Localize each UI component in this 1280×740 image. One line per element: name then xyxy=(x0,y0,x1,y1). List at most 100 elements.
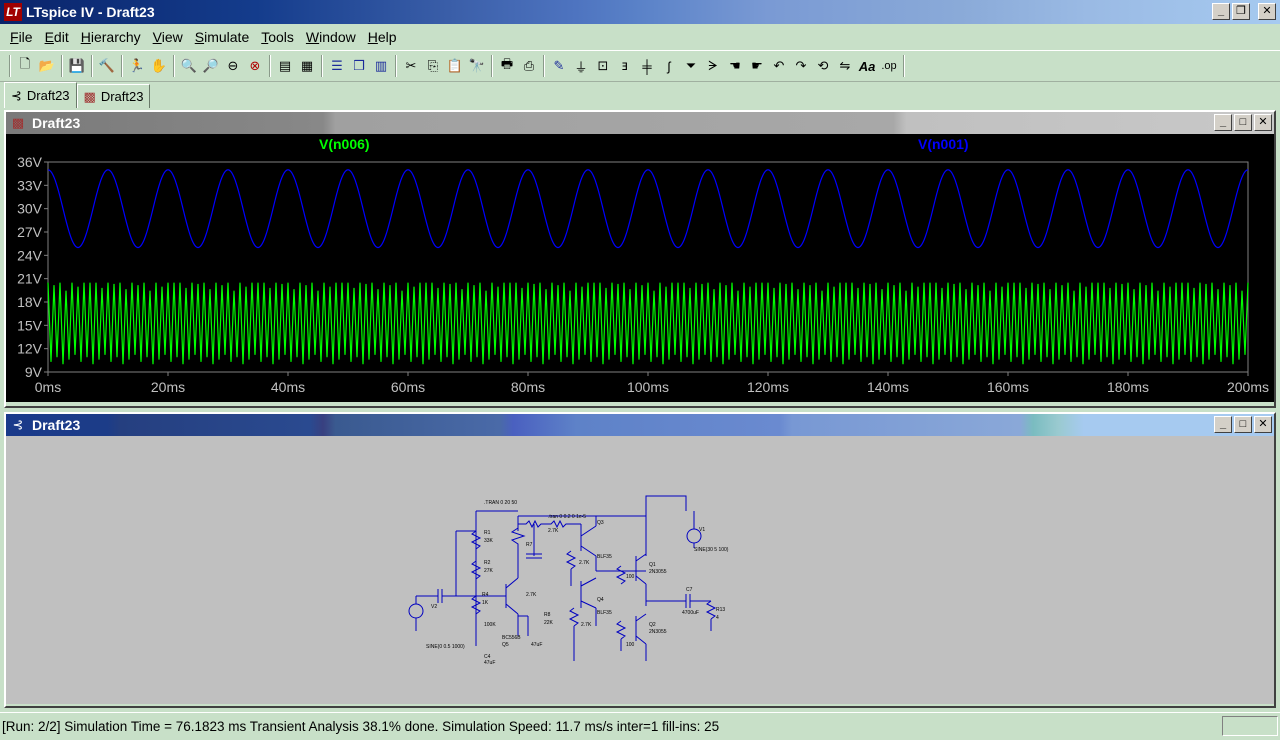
redo-icon[interactable]: ↷ xyxy=(795,58,807,73)
close-button[interactable]: ✕ xyxy=(1258,3,1276,20)
status-text: [Run: 2/2] Simulation Time = 76.1823 ms … xyxy=(2,719,720,734)
tile-vertical-icon[interactable]: ▥ xyxy=(374,58,388,73)
trace-label-n001[interactable]: V(n001) xyxy=(918,136,969,152)
toolbar-separator xyxy=(491,55,493,77)
run-icon[interactable]: 🏃 xyxy=(128,58,146,73)
schematic-close-button[interactable]: ✕ xyxy=(1254,416,1272,433)
menu-window[interactable]: Window xyxy=(305,29,356,45)
toolbar: 🗋 📂 💾 🔨 🏃 ✋ 🔍 🔎 ⊖ ⊗ ▤ ▦ ☰ ❒ ▥ ✂ ⎘ 📋 🔭 🖶 … xyxy=(0,50,1280,82)
menu-view[interactable]: View xyxy=(152,29,183,45)
y-tick-label: 33V xyxy=(17,177,43,193)
y-tick-label: 18V xyxy=(17,294,43,310)
menu-simulate[interactable]: Simulate xyxy=(194,29,250,45)
resistor-icon[interactable]: ⱻ xyxy=(621,58,629,73)
sch-label: 2.7K xyxy=(548,528,559,534)
cascade-icon[interactable]: ❒ xyxy=(353,58,365,73)
toolbar-separator xyxy=(903,55,905,77)
toolbar-separator xyxy=(173,55,175,77)
sch-label: 47uF xyxy=(484,660,495,666)
find-icon[interactable]: 🔭 xyxy=(468,58,486,73)
undo-icon[interactable]: ↶ xyxy=(773,58,785,73)
minimize-button[interactable]: _ xyxy=(1212,3,1230,20)
plot-minimize-button[interactable]: _ xyxy=(1214,114,1232,131)
sch-label: 27K xyxy=(484,568,494,574)
copy-icon[interactable]: ⎘ xyxy=(427,58,439,73)
toolbar-separator xyxy=(61,55,63,77)
sch-label: 2.7K xyxy=(579,560,590,566)
label-net-icon[interactable]: ⊡ xyxy=(597,58,609,73)
autorange-icon[interactable]: ▤ xyxy=(278,58,292,73)
inductor-icon[interactable]: ʃ xyxy=(667,58,671,74)
capacitor-icon[interactable]: ╪ xyxy=(642,58,652,74)
mirror-icon[interactable]: ⇋ xyxy=(839,58,851,73)
x-tick-label: 100ms xyxy=(627,379,669,395)
title-bar: LT LTspice IV - Draft23 _ ❐ ✕ xyxy=(0,0,1280,24)
trace-vn006 xyxy=(47,282,1249,365)
zoom-fit-icon[interactable]: ⊗ xyxy=(249,58,261,73)
restore-button[interactable]: ❐ xyxy=(1232,3,1250,20)
move-hand-icon[interactable]: ☚ xyxy=(729,58,741,73)
menu-file[interactable]: File xyxy=(10,29,33,45)
tab-schematic[interactable]: ⊰ Draft23 xyxy=(4,82,77,108)
y-tick-label: 12V xyxy=(17,341,43,357)
tab-label: Draft23 xyxy=(100,89,144,104)
save-icon[interactable]: 💾 xyxy=(68,58,86,73)
sch-label: 33K xyxy=(484,538,494,544)
schematic-window-titlebar[interactable]: ⊰ Draft23 _ □ ✕ xyxy=(6,414,1274,436)
tile-horizontal-icon[interactable]: ☰ xyxy=(331,58,343,73)
cut-icon[interactable]: ✂ xyxy=(405,58,417,73)
grid-icon[interactable]: ▦ xyxy=(300,58,314,73)
print-icon[interactable]: ⎙ xyxy=(523,58,535,73)
zoom-pan-icon[interactable]: 🔎 xyxy=(202,58,220,73)
plot-maximize-button[interactable]: □ xyxy=(1234,114,1252,131)
text-icon[interactable]: Aa xyxy=(858,58,876,74)
control-panel-icon[interactable]: 🔨 xyxy=(98,58,116,73)
sch-label: BLF35 xyxy=(597,610,612,616)
component-icon[interactable]: ᗒ xyxy=(708,58,718,73)
schematic-maximize-button[interactable]: □ xyxy=(1234,416,1252,433)
print-preview-icon[interactable]: 🖶 xyxy=(500,56,514,71)
trace-label-n006[interactable]: V(n006) xyxy=(319,136,370,152)
toolbar-separator xyxy=(321,55,323,77)
toolbar-separator xyxy=(9,55,11,77)
menu-edit[interactable]: Edit xyxy=(44,29,69,45)
tab-waveform[interactable]: ▩ Draft23 xyxy=(76,84,151,108)
zoom-in-icon[interactable]: 🔍 xyxy=(180,58,198,73)
toolbar-separator xyxy=(121,55,123,77)
new-schematic-icon[interactable]: 🗋 xyxy=(19,56,31,71)
schematic-canvas[interactable]: .TRAN 0 20 50 .tran 0 0.2 0 1e-5 V1 SINE… xyxy=(6,436,1274,704)
diode-icon[interactable]: ⏷ xyxy=(685,58,697,73)
sch-label: V2 xyxy=(431,604,437,610)
waveform-icon: ▩ xyxy=(83,88,96,104)
pan-hand-icon[interactable]: ✋ xyxy=(150,58,168,73)
menu-hierarchy[interactable]: Hierarchy xyxy=(80,29,141,45)
y-tick-label: 30V xyxy=(17,201,43,217)
schematic-window-title: Draft23 xyxy=(32,417,81,433)
zoom-out-icon[interactable]: ⊖ xyxy=(227,58,239,73)
x-tick-label: 140ms xyxy=(867,379,909,395)
sch-label: 100K xyxy=(484,622,496,628)
plot-close-button[interactable]: ✕ xyxy=(1254,114,1272,131)
sch-label: R4 xyxy=(482,592,489,598)
menu-help[interactable]: Help xyxy=(367,29,397,45)
waveform-window-titlebar[interactable]: ▩ Draft23 _ □ ✕ xyxy=(6,112,1274,134)
wire-pencil-icon[interactable]: ✎ xyxy=(553,58,565,73)
menu-tools[interactable]: Tools xyxy=(261,29,294,45)
drag-hand-icon[interactable]: ☛ xyxy=(751,58,763,73)
x-tick-label: 40ms xyxy=(271,379,305,395)
waveform-icon: ▩ xyxy=(11,115,25,130)
ground-icon[interactable]: ⏚ xyxy=(574,59,588,75)
ltspice-app-icon[interactable]: LT xyxy=(4,3,22,21)
open-folder-icon[interactable]: 📂 xyxy=(38,58,56,73)
x-tick-label: 0ms xyxy=(35,379,61,395)
rotate-icon[interactable]: ⟲ xyxy=(817,58,829,73)
spice-directive-icon[interactable]: .op xyxy=(881,60,897,72)
status-panel xyxy=(1222,716,1278,736)
schematic-minimize-button[interactable]: _ xyxy=(1214,416,1232,433)
y-tick-label: 27V xyxy=(17,224,43,240)
sch-label: R13 xyxy=(716,607,725,613)
sch-label: 4 xyxy=(716,615,719,621)
paste-icon[interactable]: 📋 xyxy=(446,58,464,73)
